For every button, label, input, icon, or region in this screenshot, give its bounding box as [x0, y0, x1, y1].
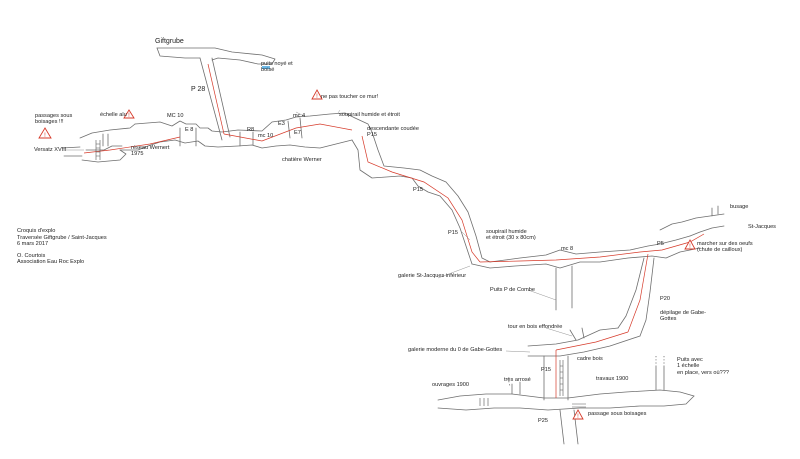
label-reseau-wernert: réseau Wernert 1975 — [131, 145, 170, 158]
label-puits-noye: puits noyé et boisé — [261, 61, 293, 74]
leader-lines — [66, 109, 573, 353]
left-chamber-dead-end — [61, 146, 83, 157]
e3-pit — [287, 117, 303, 139]
svg-text:!: ! — [316, 94, 318, 100]
route-left — [83, 136, 181, 154]
label-mc10-lower: mc 10 — [258, 133, 274, 139]
info-line: 6 mars 2017 — [17, 241, 49, 248]
puits-combe — [555, 265, 573, 311]
label-mc10-upper: MC 10 — [167, 113, 184, 119]
survey-info-block: Croquis d'explo Traversée Giftgrube / Sa… — [17, 228, 107, 266]
label-busage: busage — [730, 204, 749, 210]
upper-gallery-top-wall — [156, 47, 276, 65]
label-tres-arrose: très arrosé — [504, 377, 531, 383]
bottom-gallery-top — [437, 389, 695, 401]
descending-passage-right — [354, 117, 491, 263]
dotted-unexplored — [507, 356, 665, 387]
p20-right — [639, 257, 655, 337]
label-descendante-coudee: descendante coudée P15 — [367, 126, 419, 139]
label-chatiere-werner: chatière Werner — [282, 157, 322, 163]
warning-icon — [38, 89, 696, 420]
label-puits-combe: Puits P de Combe — [490, 287, 535, 293]
arrosé-stub — [511, 381, 521, 395]
giftgrube-top-wall — [156, 47, 201, 59]
label-st-jacques: St-Jacques — [748, 224, 776, 230]
info-line: Croquis d'explo — [17, 228, 56, 234]
label-cadre-bois: cadre bois — [577, 356, 603, 362]
p28-shaft-left — [199, 57, 223, 141]
gabe-gottes-gallery-bottom — [527, 335, 641, 357]
label-versatz: Versatz XVIII — [34, 147, 67, 153]
ladder-icon — [95, 140, 586, 408]
info-line: O. Courtois — [17, 252, 46, 259]
label-tour-bois: tour en bois effondrée — [508, 324, 563, 330]
route-upper — [223, 123, 353, 142]
info-line: Traversée Giftgrube / Saint-Jacques — [17, 234, 107, 241]
svg-text:!: ! — [128, 113, 130, 119]
label-marcher-sur-des-oeufs: marcher sur des oeufs (chute de cailloux… — [697, 241, 753, 254]
left-chamber — [79, 123, 136, 163]
label-p20: P20 — [660, 296, 670, 302]
label-p15-middle: P15 — [448, 230, 458, 236]
label-ne-pas-toucher: ne pas toucher ce mur! — [321, 94, 379, 100]
label-mc4: mc 4 — [293, 113, 306, 119]
middle-gallery-top — [134, 112, 356, 133]
label-e8: E 8 — [185, 127, 194, 133]
label-p25: P25 — [538, 418, 548, 424]
middle-gallery-bottom — [119, 139, 353, 151]
warning-marks: ! ! ! ! ! — [44, 94, 691, 420]
label-galerie-moderne: galerie moderne du 0 de Gabe-Gottes — [408, 347, 503, 353]
bottom-gallery-bottom — [437, 395, 695, 411]
water-icon — [262, 66, 270, 69]
label-travaux-1900: travaux 1900 — [596, 376, 629, 382]
route-st-jacques — [479, 233, 705, 263]
r8-pit — [239, 131, 254, 147]
label-soupirail-30x80: soupirail humide et étroit (30 x 80cm) — [486, 229, 536, 242]
route-descending — [361, 135, 481, 263]
svg-text:!: ! — [689, 244, 691, 250]
tower-chute — [569, 327, 585, 341]
survey-route — [83, 63, 705, 398]
info-line: Association Eau Roc Explo — [17, 259, 85, 266]
label-galerie-st-jacques: galerie St-Jacques inférieur — [398, 273, 467, 279]
label-echelle-alu: échelle alu — [100, 112, 127, 118]
route-p20 — [627, 253, 649, 333]
gabe-gottes-gallery-top — [527, 327, 619, 347]
side-shaft-stub — [655, 365, 665, 391]
st-jacques-gallery-top — [489, 235, 691, 263]
versatz-pillar-a — [102, 133, 109, 147]
busage-tube — [711, 205, 719, 217]
svg-text:!: ! — [577, 414, 579, 420]
svg-text:!: ! — [44, 133, 46, 139]
label-mc8: mc 8 — [561, 246, 574, 252]
p28-shaft-right — [211, 57, 231, 138]
label-puits-echelle: Puits avec 1 échelle en place, vers où??… — [677, 357, 729, 376]
label-p15-lower: P15 — [541, 367, 551, 373]
label-soupirail-humide: soupirail humide et étroit — [339, 112, 400, 118]
label-e3: E3 — [278, 121, 285, 127]
st-jacques-entrance — [659, 213, 725, 237]
left-chamber-inner — [85, 145, 123, 151]
p20-left — [617, 257, 645, 329]
label-depilage: dépilage de Gabe- Gottes — [660, 310, 707, 323]
st-jacques-gallery-bottom — [471, 247, 701, 269]
cave-walls — [61, 47, 725, 445]
route-gabe-gottes — [555, 331, 629, 351]
label-passages-sous-boisages: passages sous boisages !!! — [35, 113, 73, 126]
route-p28 — [207, 63, 225, 135]
label-p28: P 28 — [191, 86, 206, 93]
label-ouvrages-1900: ouvrages 1900 — [432, 382, 470, 388]
label-passage-sous-boisages: passage sous boisages — [588, 411, 647, 417]
label-e7: E7 — [294, 130, 301, 136]
label-p5: P5 — [657, 241, 664, 247]
label-p15-upper: P15 — [413, 187, 423, 193]
label-r8: R8 — [247, 127, 255, 133]
descending-passage-left — [351, 139, 473, 265]
cave-name-giftgrube: Giftgrube — [155, 38, 184, 45]
